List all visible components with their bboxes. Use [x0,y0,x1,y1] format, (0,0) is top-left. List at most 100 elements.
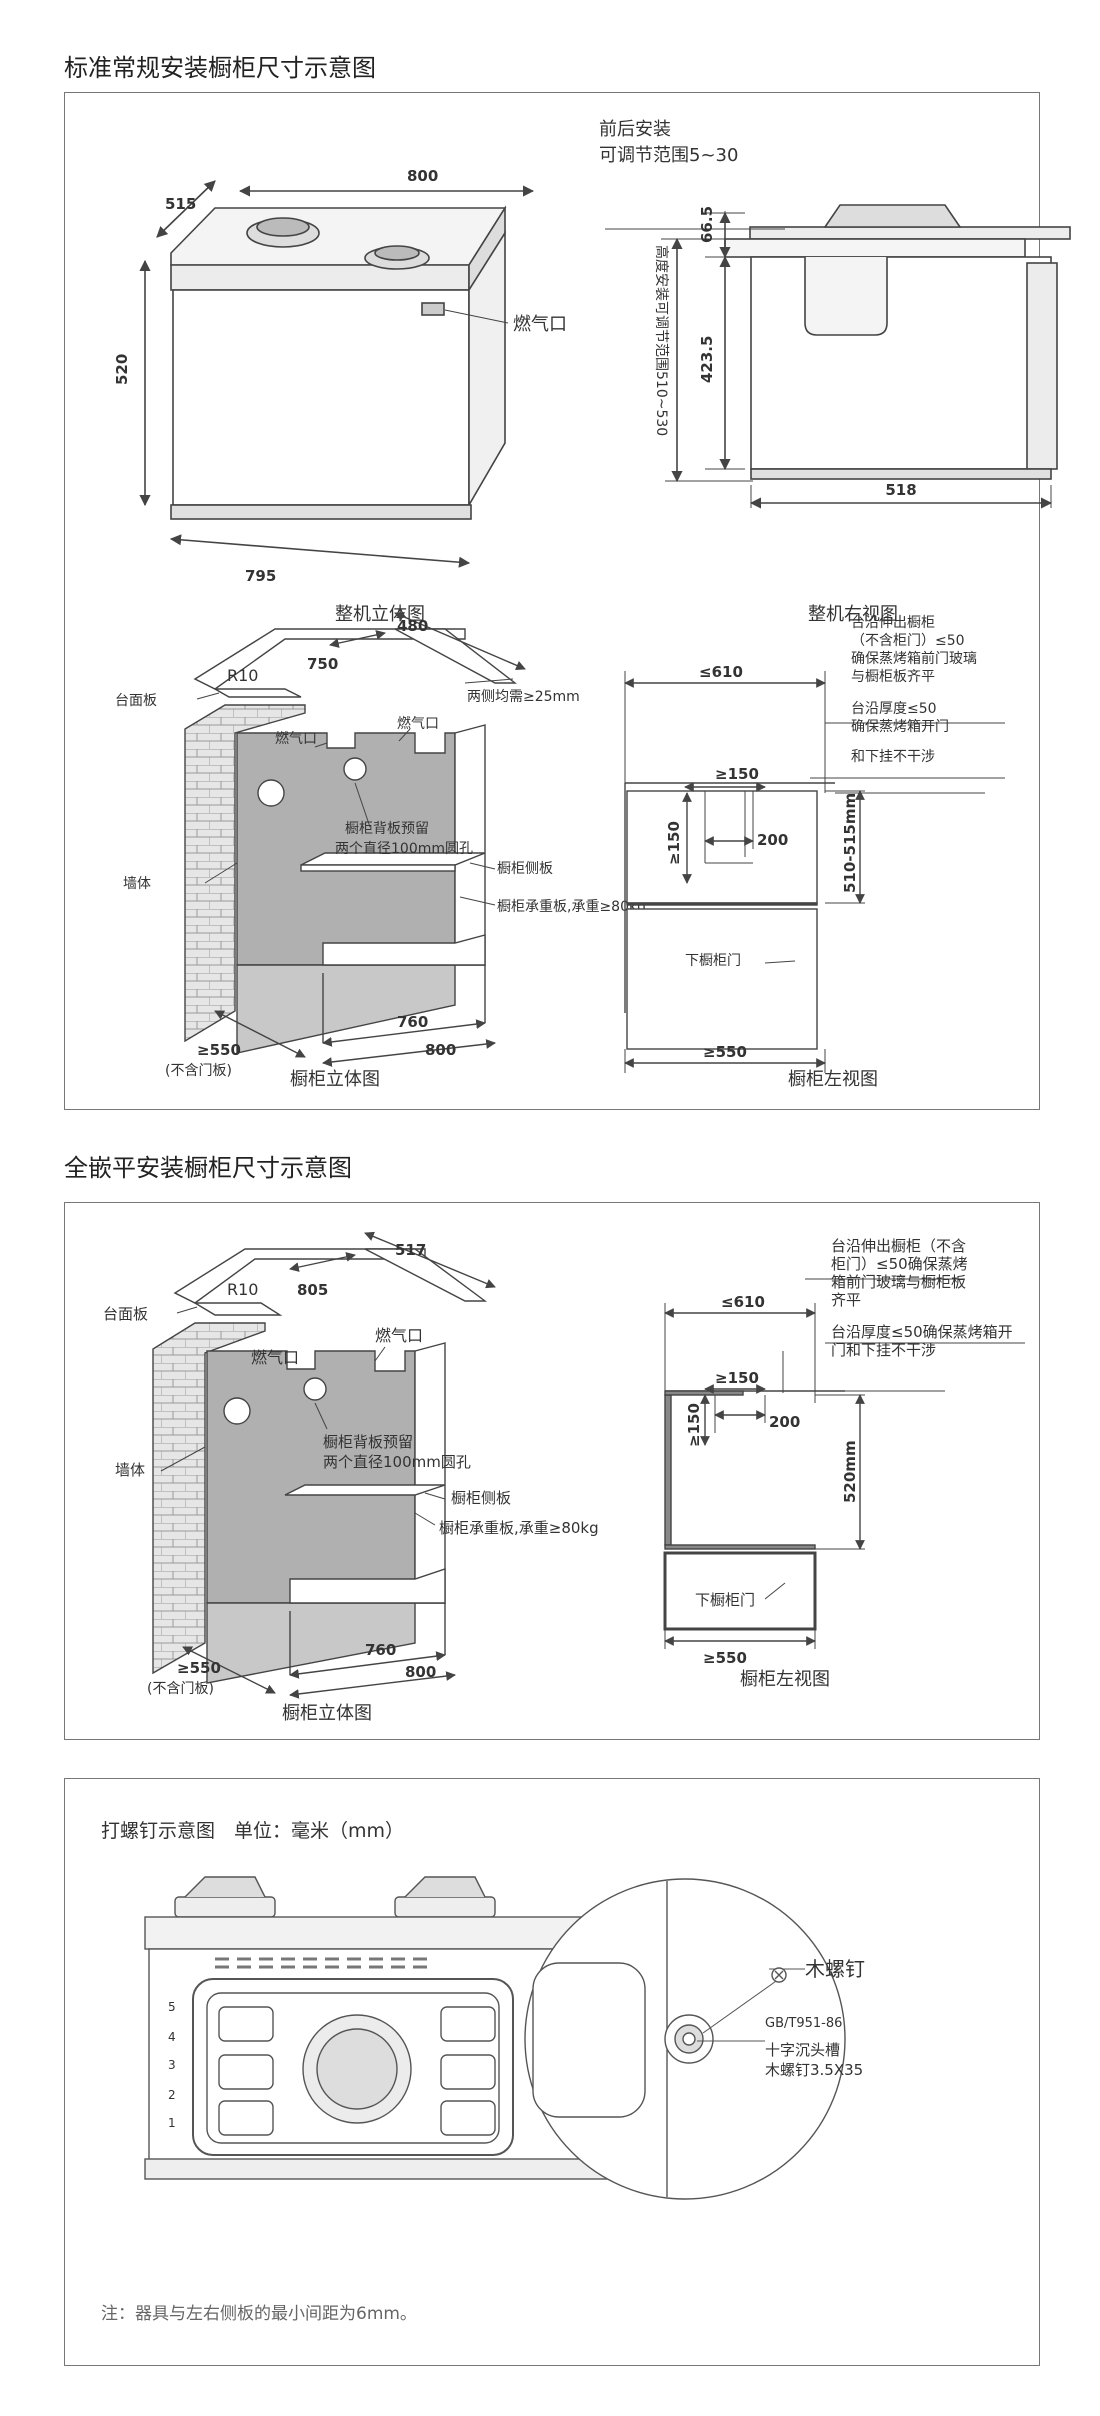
side2-door: 下橱柜门 [695,1591,755,1609]
side1-dim-200: 200 [757,831,788,849]
screw-desc-2: 木螺钉3.5X35 [765,2061,863,2079]
cab2-countertop: 台面板 [103,1305,148,1323]
cab2-dim-800: 800 [405,1663,436,1681]
cabinet-side-view-1 [624,671,1005,1073]
cab2-caption: 橱柜立体图 [282,1703,372,1724]
cab2-shelf: 橱柜承重板,承重≥80kg [439,1519,599,1537]
side1-note1-3: 与橱柜板齐平 [851,669,935,685]
side1-note1-2: 确保蒸烤箱前门玻璃 [851,650,977,667]
side2-note1-3: 齐平 [831,1291,861,1309]
unit-dim-795: 795 [245,567,276,585]
screw-desc-1: 十字沉头槽 [765,2041,840,2059]
side1-note2-1: 确保蒸烤箱开门 [851,719,949,735]
oven-front-view [144,1876,608,2180]
side1-note1-1: （不含柜门）≤50 [851,633,965,649]
unit-dim-520: 520 [113,354,131,385]
cab1-dim-480: 480 [397,617,428,635]
cab1-shelf: 橱柜承重板,承重≥80kg [497,899,646,915]
section3-panel: 打螺钉示意图 单位：毫米（mm） [64,1778,1040,2366]
cabinet-3d-view-1 [184,611,526,1067]
side2-dim-550: ≥550 [703,1649,747,1667]
side2-note1-1: 柜门）≤50确保蒸烤 [831,1255,968,1273]
side2-dim-h: 520mm [841,1440,859,1503]
side2-dim-150b: ≥150 [685,1403,703,1447]
side2-note1-0: 台沿伸出橱柜（不含 [831,1237,966,1255]
right-dim-66: 66.5 [698,206,716,243]
cab2-dim-760: 760 [365,1641,396,1659]
side1-note3: 和下挂不干涉 [851,749,935,765]
right-note-2: 可调节范围5~30 [599,145,738,166]
cabinet-3d-view-2 [152,1231,496,1699]
section2-panel: R10 517 805 台面板 燃气口 燃气口 橱柜背板预留 两个直径100mm… [64,1202,1040,1740]
right-dim-423: 423.5 [698,336,716,383]
rack-level-2: 2 [168,2088,176,2102]
cab1-countertop: 台面板 [115,693,157,709]
right-note-1: 前后安装 [599,119,671,140]
cab2-gas-label-1: 燃气口 [375,1326,423,1345]
side1-dim-610: ≤610 [699,663,743,681]
cab1-dim-550: ≥550 [197,1041,241,1059]
cab2-dim-517: 517 [395,1241,426,1259]
right-height-note: 高度安装可调节范围510~530 [653,245,670,436]
side2-caption: 橱柜左视图 [740,1669,830,1690]
cab1-backboard-1: 橱柜背板预留 [345,821,429,837]
screw-detail [524,1878,846,2200]
side2-dim-200: 200 [769,1413,800,1431]
cab2-dim-805: 805 [297,1281,328,1299]
cab2-dim-550-note: (不含门板) [147,1681,214,1697]
side1-door: 下橱柜门 [685,953,741,969]
section2-drawing: R10 517 805 台面板 燃气口 燃气口 橱柜背板预留 两个直径100mm… [103,1231,1025,1724]
side2-note2-0: 台沿厚度≤50确保蒸烤箱开 [831,1323,1013,1341]
section3-title: 打螺钉示意图 单位：毫米（mm） [101,1820,404,1842]
cab1-caption: 橱柜立体图 [290,1069,380,1090]
section1-drawing: 515 800 520 795 燃气口 整机立体图 整机立体图 前后安装 可调节… [113,119,1071,1090]
unit-gas-label: 燃气口 [513,314,567,335]
cab1-gap-note: 两侧均需≥25mm [467,689,580,705]
cab1-wall: 墙体 [123,876,151,892]
section1-title: 标准常规安装橱柜尺寸示意图 [64,54,376,82]
cab1-gas-label-1: 燃气口 [397,715,439,732]
section3-drawing: 打螺钉示意图 单位：毫米（mm） [101,1820,865,2324]
unit-dim-800: 800 [407,167,438,185]
cab1-dim-550-note: (不含门板) [165,1063,232,1079]
side1-dim-150a: ≥150 [715,765,759,783]
cab2-dim-550: ≥550 [177,1659,221,1677]
cabinet-side-view-2 [663,1278,1025,1649]
rack-level-4: 4 [168,2030,176,2044]
unit-right-view [605,204,1071,509]
side1-dim-h: 510-515mm [841,793,859,893]
rack-level-1: 1 [168,2116,176,2130]
side2-dim-150a: ≥150 [715,1369,759,1387]
unit-dim-515: 515 [165,195,196,213]
section2-title: 全嵌平安装橱柜尺寸示意图 [64,1154,352,1182]
right-dim-518: 518 [885,481,916,499]
side2-note2-1: 门和下挂不干涉 [831,1341,936,1359]
section3-note: 注：器具与左右侧板的最小间距为6mm。 [101,2304,417,2324]
cab1-dim-750: 750 [307,655,338,673]
right-view-caption: 整机右视图 [808,604,898,625]
cab2-backboard-1: 橱柜背板预留 [323,1433,413,1451]
cab1-dim-760: 760 [397,1013,428,1031]
cab1-gas-label-2: 燃气口 [275,730,317,747]
cab2-side: 橱柜侧板 [451,1489,511,1507]
cab2-gas-label-2: 燃气口 [251,1348,299,1367]
unit-3d-view [139,180,535,568]
cab1-r10: R10 [227,666,258,685]
rack-level-3: 3 [168,2058,176,2072]
side2-dim-610: ≤610 [721,1293,765,1311]
section1-panel: 515 800 520 795 燃气口 整机立体图 整机立体图 前后安装 可调节… [64,92,1071,1110]
screw-label: 木螺钉 [805,1957,865,1981]
cab1-side: 橱柜侧板 [497,861,553,877]
cab2-r10: R10 [227,1280,258,1299]
cab1-backboard-2: 两个直径100mm圆孔 [335,840,473,857]
cab2-wall: 墙体 [115,1461,145,1479]
screw-icon [771,1967,787,1983]
side1-caption: 橱柜左视图 [788,1069,878,1090]
cab2-backboard-2: 两个直径100mm圆孔 [323,1453,471,1471]
screw-standard: GB/T951-86 [765,2016,842,2031]
side1-note1-0: 台沿伸出橱柜 [851,615,935,631]
side1-dim-550: ≥550 [703,1043,747,1061]
cab1-dim-800: 800 [425,1041,456,1059]
side1-note2-0: 台沿厚度≤50 [851,701,937,717]
side1-dim-150b: ≥150 [665,821,683,865]
